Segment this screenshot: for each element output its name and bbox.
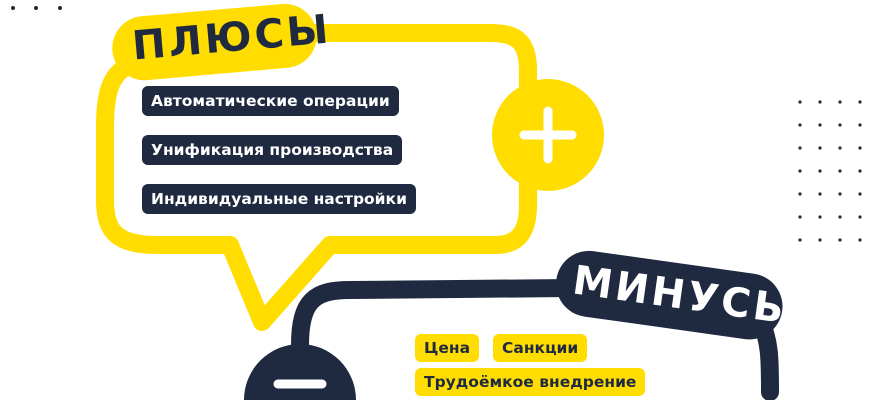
grid-dot xyxy=(858,123,862,127)
grid-dot xyxy=(818,238,822,242)
grid-dot xyxy=(858,238,862,242)
pros-item: Автоматические операции xyxy=(142,86,399,116)
grid-dot xyxy=(838,215,842,219)
grid-dot xyxy=(798,215,802,219)
grid-dot xyxy=(798,100,802,104)
grid-dot xyxy=(798,123,802,127)
minus-circle xyxy=(244,344,356,400)
grid-dot xyxy=(858,169,862,173)
pros-speech-bubble xyxy=(96,24,537,331)
grid-dot xyxy=(858,146,862,150)
grid-dot xyxy=(838,192,842,196)
grid-dot xyxy=(818,100,822,104)
pros-title-pill xyxy=(112,3,317,81)
grid-dot xyxy=(838,169,842,173)
grid-dot xyxy=(838,238,842,242)
pros-item: Унификация производства xyxy=(142,135,403,165)
grid-dot xyxy=(818,215,822,219)
grid-dot xyxy=(798,169,802,173)
grid-dot xyxy=(858,215,862,219)
cons-item: Цена xyxy=(415,334,480,362)
cons-item: Санкции xyxy=(493,334,588,362)
grid-dot xyxy=(818,123,822,127)
grid-dot xyxy=(858,192,862,196)
grid-dot xyxy=(838,100,842,104)
grid-dot xyxy=(838,123,842,127)
pros-item: Индивидуальные настройки xyxy=(142,184,416,214)
grid-dot xyxy=(818,146,822,150)
grid-dot xyxy=(798,238,802,242)
grid-dot xyxy=(838,146,842,150)
cons-title-pill xyxy=(556,250,783,340)
grid-dot xyxy=(798,146,802,150)
dot-grid xyxy=(798,100,862,242)
grid-dot xyxy=(818,169,822,173)
grid-dot xyxy=(818,192,822,196)
grid-dot xyxy=(858,100,862,104)
grid-dot xyxy=(798,192,802,196)
cons-item: Трудоёмкое внедрение xyxy=(415,368,646,396)
decorative-dots xyxy=(11,6,62,10)
plus-icon xyxy=(519,106,577,164)
